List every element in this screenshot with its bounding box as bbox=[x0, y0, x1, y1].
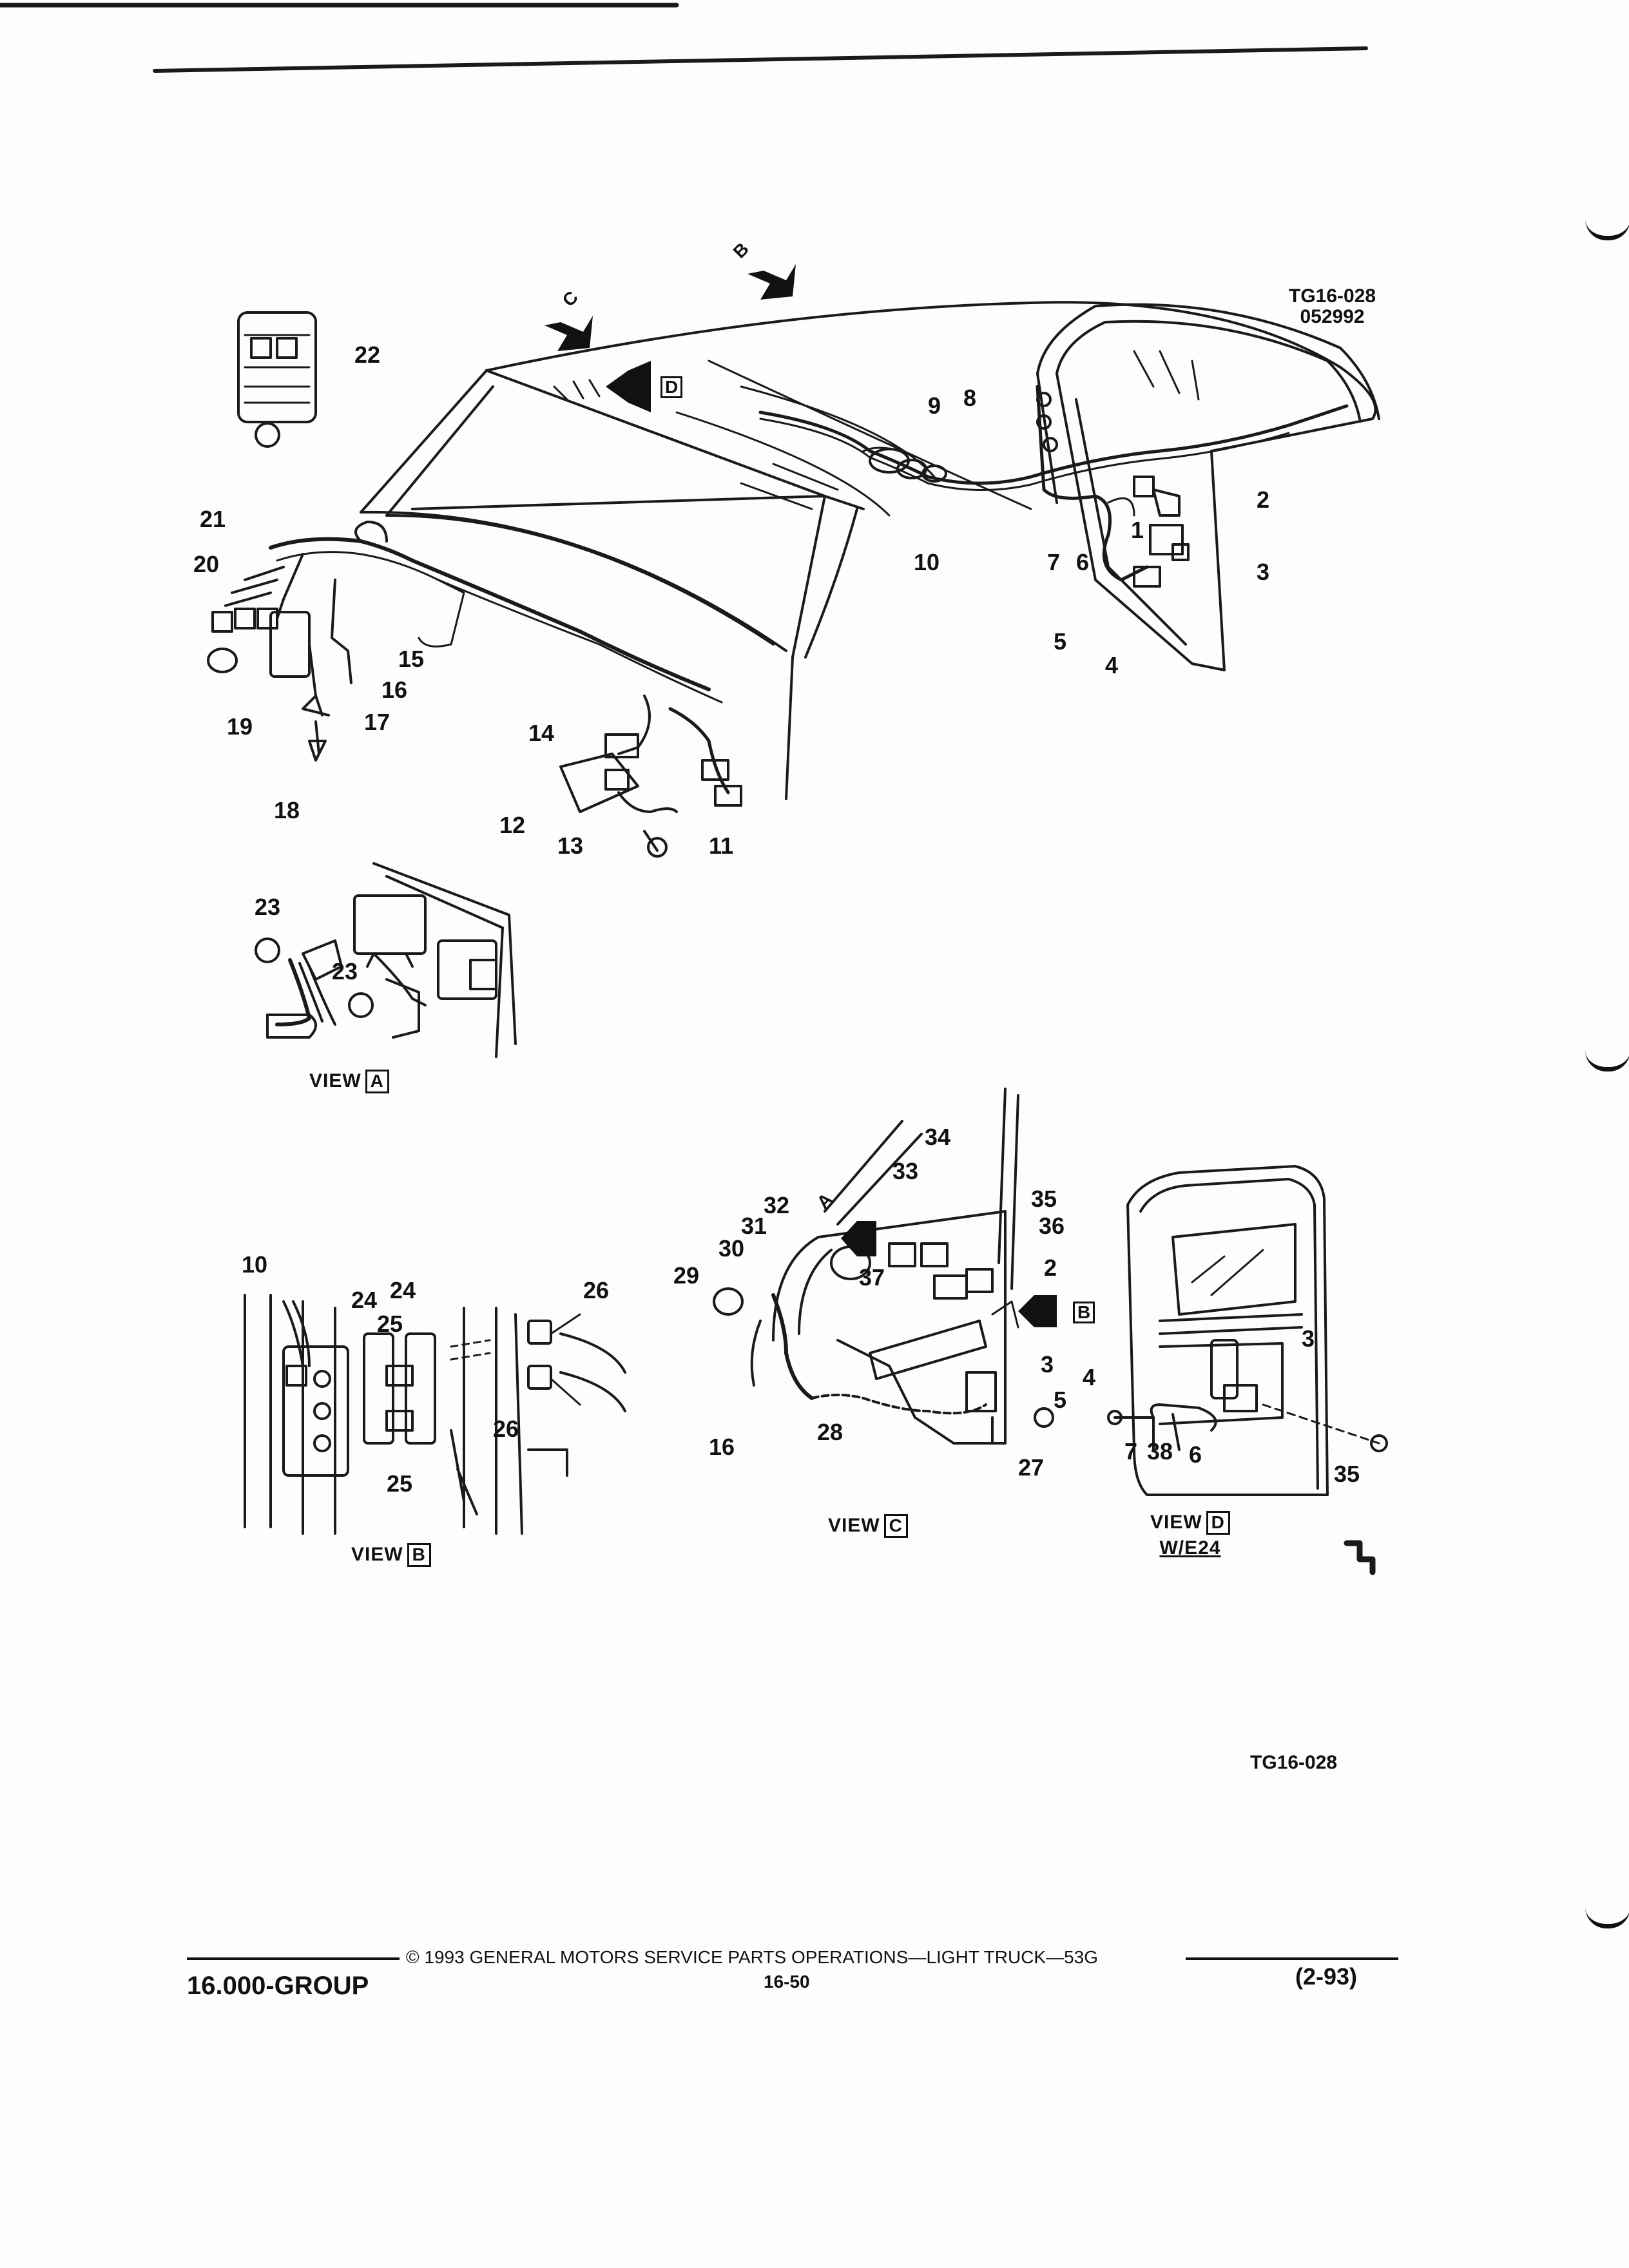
callout-30: 32 bbox=[764, 1192, 790, 1218]
arrow-label-b-view-c: B bbox=[1073, 1302, 1095, 1323]
margin-tick bbox=[1585, 1907, 1629, 1928]
margin-tick bbox=[1585, 219, 1629, 240]
callout-36: 28 bbox=[817, 1419, 843, 1445]
callout-35-view-c: 27 bbox=[1018, 1454, 1045, 1481]
callout-3: 3 bbox=[1257, 559, 1270, 585]
callout-25-bottom: 25 bbox=[387, 1470, 413, 1497]
callout-31: 33 bbox=[892, 1158, 919, 1184]
callout-35-view-d: 35 bbox=[1334, 1461, 1360, 1487]
footer-rule-left bbox=[187, 1957, 400, 1960]
callout-27: 29 bbox=[673, 1262, 700, 1289]
callout-2-view-c: 2 bbox=[1044, 1254, 1057, 1281]
view-b-drawing bbox=[244, 1294, 626, 1535]
view-b-letter: B bbox=[407, 1543, 431, 1567]
arrow-label-d: D bbox=[660, 376, 683, 398]
callout-21: 21 bbox=[200, 506, 226, 532]
callout-16-view-c: 16 bbox=[709, 1434, 735, 1460]
callout-23-lower: 23 bbox=[332, 958, 358, 985]
callout-15: 15 bbox=[398, 646, 425, 672]
footer-page-number: 16-50 bbox=[764, 1972, 810, 1992]
figure-code: TG16-028 bbox=[1250, 1752, 1338, 1773]
callout-6-view-d: 6 bbox=[1189, 1441, 1202, 1468]
callout-34: 36 bbox=[1039, 1213, 1065, 1239]
view-arrows bbox=[545, 264, 796, 412]
callout-5: 5 bbox=[1054, 628, 1067, 655]
callout-12: 12 bbox=[499, 812, 526, 838]
view-d-drawing bbox=[1107, 1165, 1388, 1496]
callout-13: 13 bbox=[557, 832, 584, 859]
callout-2: 2 bbox=[1257, 486, 1270, 513]
callout-1: 1 bbox=[1131, 517, 1144, 543]
view-b-word: VIEW bbox=[351, 1544, 403, 1565]
view-d-option: W/E24 bbox=[1159, 1537, 1221, 1559]
view-c-arrows bbox=[841, 1221, 1057, 1327]
callout-28: 30 bbox=[718, 1235, 745, 1262]
view-d-letter: D bbox=[1206, 1511, 1230, 1535]
callout-3-view-d-top: 3 bbox=[1302, 1325, 1315, 1352]
view-a-drawing bbox=[255, 862, 517, 1058]
callout-4: 4 bbox=[1105, 652, 1119, 678]
footer-group: 16.000-GROUP bbox=[187, 1972, 369, 2000]
callout-20: 20 bbox=[193, 551, 220, 577]
view-a-letter: A bbox=[365, 1070, 389, 1093]
callout-17: 17 bbox=[364, 709, 390, 735]
callout-38: 38 bbox=[1147, 1438, 1173, 1465]
callout-29: 31 bbox=[741, 1213, 767, 1239]
callout-26-bottom: 26 bbox=[493, 1416, 519, 1442]
callout-6: 6 bbox=[1076, 549, 1090, 575]
view-a-word: VIEW bbox=[309, 1070, 361, 1091]
drawing-code: TG16-028 052992 bbox=[1289, 285, 1376, 327]
callout-16: 16 bbox=[381, 677, 408, 703]
callout-32: 34 bbox=[925, 1124, 951, 1150]
view-d-word: VIEW bbox=[1150, 1512, 1202, 1533]
callout-14: 14 bbox=[528, 720, 555, 746]
callout-7-view-d: 7 bbox=[1124, 1438, 1138, 1465]
main-vehicle-view bbox=[207, 301, 1380, 858]
callout-24-right: 24 bbox=[390, 1277, 416, 1303]
callout-26-top: 26 bbox=[583, 1277, 610, 1303]
callout-8: 8 bbox=[963, 385, 977, 411]
view-c-letter: C bbox=[883, 1514, 908, 1538]
callout-24-left: 24 bbox=[351, 1287, 378, 1313]
view-c-word: VIEW bbox=[828, 1515, 880, 1536]
callout-4-view-d: 4 bbox=[1083, 1364, 1096, 1390]
callout-23-top: 23 bbox=[255, 894, 281, 920]
callout-19: 19 bbox=[227, 713, 253, 740]
callout-5-view-d: 5 bbox=[1054, 1387, 1067, 1413]
view-c-drawing bbox=[713, 1088, 1054, 1445]
callout-18: 18 bbox=[274, 797, 300, 823]
margin-tick bbox=[1585, 1050, 1629, 1072]
callout-10-view-b: 10 bbox=[242, 1251, 268, 1278]
callout-11: 11 bbox=[709, 832, 734, 859]
callout-37: 37 bbox=[859, 1264, 885, 1291]
callout-22: 22 bbox=[354, 341, 381, 368]
callout-3-view-c: 3 bbox=[1041, 1351, 1054, 1378]
callout-10: 10 bbox=[914, 549, 940, 575]
footer-revision: (2-93) bbox=[1295, 1963, 1358, 1990]
callout-25-top: 25 bbox=[377, 1311, 403, 1337]
callout-7: 7 bbox=[1047, 549, 1061, 575]
footer-rule-right bbox=[1186, 1957, 1398, 1960]
footer-copyright: © 1993 GENERAL MOTORS SERVICE PARTS OPER… bbox=[406, 1947, 1099, 1967]
callout-33: 35 bbox=[1031, 1186, 1057, 1212]
callout-9: 9 bbox=[928, 392, 941, 419]
